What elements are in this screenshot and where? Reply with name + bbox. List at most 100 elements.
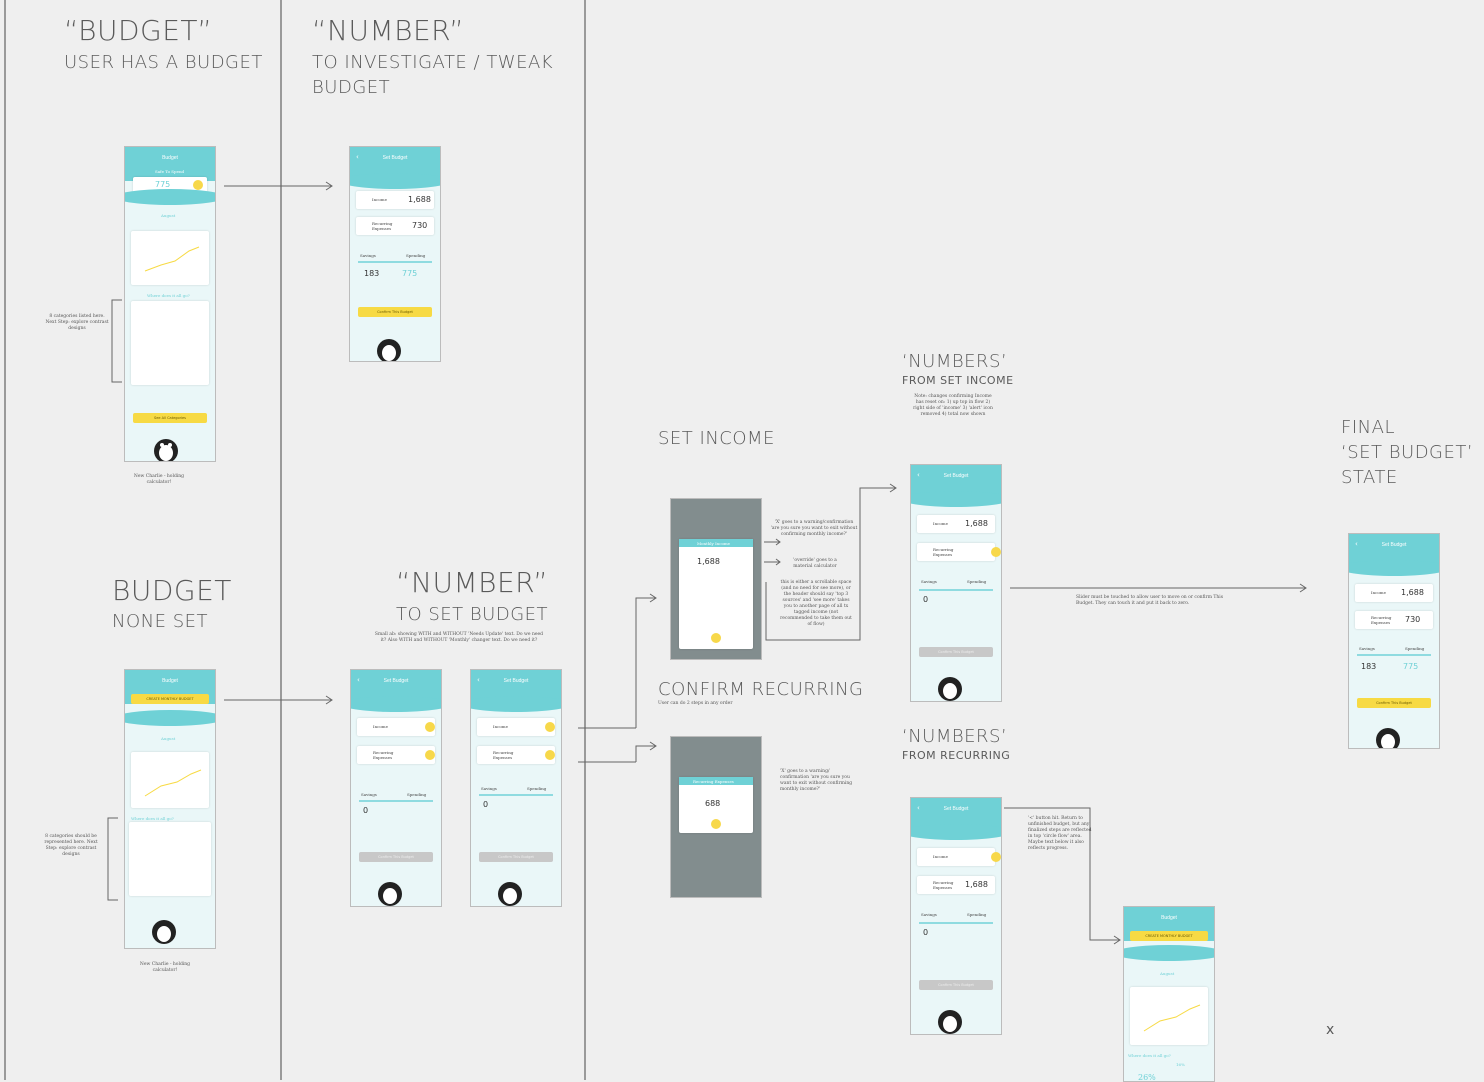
phone-set-income: Monthly Income 1,688 xyxy=(670,498,762,660)
recurring-row[interactable]: Recurring Expenses 730 xyxy=(356,217,434,235)
line-chart xyxy=(144,246,200,272)
income-modal[interactable]: Monthly Income 1,688 xyxy=(679,539,753,649)
penguin-mascot-icon xyxy=(154,439,178,461)
phone-budget-none: Budget CREATE MONTHLY BUDGET August Wher… xyxy=(124,669,216,949)
income-row[interactable]: Income 1,688 xyxy=(1355,584,1433,602)
recurring-label: Recurring Expenses xyxy=(933,547,954,557)
phone-back-budget: Budget CREATE MONTHLY BUDGET August Wher… xyxy=(1123,906,1215,1082)
recurring-value: 730 xyxy=(1405,615,1421,624)
back-icon[interactable]: ‹ xyxy=(477,676,480,684)
spending-label: Spending xyxy=(1405,646,1425,651)
x-mark: x xyxy=(1326,1022,1335,1038)
recurring-label: Recurring Expenses xyxy=(372,221,393,231)
confirm-budget-button[interactable]: Confirm This Budget xyxy=(919,980,993,990)
budget-slider[interactable] xyxy=(1357,654,1431,656)
recurring-row[interactable]: Recurring Expenses 1,688 xyxy=(917,876,995,894)
income-check xyxy=(545,722,555,732)
month-label: August xyxy=(1160,971,1175,976)
new-charlie-note-1: New Charlie - holding calculator! xyxy=(133,474,185,485)
confirm-budget-button[interactable]: Confirm This Budget xyxy=(479,852,553,862)
back-icon[interactable]: ‹ xyxy=(357,676,360,684)
income-row[interactable]: Income 1,688 xyxy=(356,191,434,209)
income-label: Income xyxy=(493,724,508,729)
number-set-title: “NUMBER” xyxy=(396,566,549,599)
budget-none-subtitle: NONE SET xyxy=(112,611,208,632)
numbers-changes-note: Note: changes confirming Income has rese… xyxy=(913,394,993,417)
income-value: 1,688 xyxy=(965,519,988,528)
recurring-row[interactable]: Recurring Expenses 730 xyxy=(1355,611,1433,629)
income-label: Income xyxy=(373,724,388,729)
safe-amount: 775 xyxy=(155,180,171,189)
create-budget-button[interactable]: CREATE MONTHLY BUDGET xyxy=(131,694,209,704)
confirm-budget-button[interactable]: Confirm This Budget xyxy=(358,307,432,317)
penguin-mascot-icon xyxy=(498,882,522,906)
category-list-card xyxy=(131,301,209,385)
budget-slider[interactable] xyxy=(359,800,433,802)
income-label: Income xyxy=(933,854,948,859)
month-label: August xyxy=(161,736,176,741)
penguin-mascot-icon xyxy=(377,339,401,361)
recurring-label: Recurring Expenses xyxy=(493,750,514,760)
income-row[interactable]: Income xyxy=(477,718,555,736)
income-row[interactable]: Income xyxy=(917,848,1001,866)
savings-label: Savings xyxy=(1359,646,1375,651)
categories-represented-note: 8 categories should be represented here.… xyxy=(44,834,98,857)
phone-set-budget-b: ‹ Set Budget Income Recurring Expenses S… xyxy=(470,669,562,907)
back-icon[interactable]: ‹ xyxy=(917,471,920,479)
numbers-recurring-title: ‘NUMBERS’ xyxy=(902,726,1008,747)
see-all-categories-button[interactable]: See All Categories xyxy=(133,413,207,423)
phone-title: Set Budget xyxy=(382,155,408,161)
recurring-value: 730 xyxy=(412,221,428,230)
phone-title: Budget xyxy=(1161,915,1177,921)
budget-slider[interactable] xyxy=(919,922,993,924)
confirm-check[interactable] xyxy=(711,819,721,829)
line-chart-card xyxy=(131,752,209,808)
slider-touched-note: Slider must be touched to allow user to … xyxy=(1076,595,1224,606)
phone-set-budget-a: ‹ Set Budget Income Recurring Expenses S… xyxy=(350,669,442,907)
back-icon[interactable]: ‹ xyxy=(356,153,359,161)
where-label: Where does it all go? xyxy=(131,816,174,821)
number-set-subtitle: TO SET BUDGET xyxy=(396,604,549,625)
back-icon[interactable]: ‹ xyxy=(1355,540,1358,548)
final-line-1: FINAL xyxy=(1341,417,1395,438)
phone-title: Set Budget xyxy=(503,678,529,684)
phone-title: Set Budget xyxy=(383,678,409,684)
penguin-mascot-icon xyxy=(378,882,402,906)
recurring-row[interactable]: Recurring Expenses xyxy=(357,746,435,764)
confirm-check[interactable] xyxy=(711,633,721,643)
confirm-budget-button[interactable]: Confirm This Budget xyxy=(359,852,433,862)
month-label: August xyxy=(161,213,176,218)
column-divider-2 xyxy=(280,0,282,1080)
where-label: Where does it all go? xyxy=(1128,1053,1171,1058)
penguin-mascot-icon xyxy=(152,920,176,944)
income-row[interactable]: Income 1,688 xyxy=(917,515,995,533)
budget-slider[interactable] xyxy=(919,589,993,591)
budget-none-title: BUDGET xyxy=(112,574,232,607)
x-warning-note-2: 'X' goes to a warning/ confirmation 'are… xyxy=(780,769,853,792)
confirm-budget-button[interactable]: Confirm This Budget xyxy=(1357,698,1431,708)
savings-label: Savings xyxy=(481,786,497,791)
budget-slider[interactable] xyxy=(479,794,553,796)
safe-to-spend-label: Safe To Spend xyxy=(155,169,185,174)
numbers-income-title: ‘NUMBERS’ xyxy=(902,351,1008,372)
recurring-row[interactable]: Recurring Expenses xyxy=(477,746,555,764)
income-row[interactable]: Income xyxy=(357,718,435,736)
phone-title: Set Budget xyxy=(1381,542,1407,548)
recurring-row[interactable]: Recurring Expenses xyxy=(917,543,1001,561)
phone-numbers-recurring: ‹ Set Budget Income Recurring Expenses 1… xyxy=(910,797,1002,1035)
savings-value: 183 xyxy=(1361,662,1377,671)
edit-icon[interactable] xyxy=(193,180,203,190)
savings-value: 0 xyxy=(483,800,489,809)
savings-value: 0 xyxy=(363,806,369,815)
phone-budget-has: Budget Safe To Spend 775 August Where do… xyxy=(124,146,216,462)
pct-16: 16% xyxy=(1176,1062,1185,1067)
budget-slider[interactable] xyxy=(358,261,432,263)
number-investigate-subtitle-2: BUDGET xyxy=(312,77,391,98)
recurring-modal[interactable]: Recurring Expenses 688 xyxy=(679,777,753,833)
create-budget-button[interactable]: CREATE MONTHLY BUDGET xyxy=(1130,931,1208,941)
confirm-budget-button[interactable]: Confirm This Budget xyxy=(919,647,993,657)
final-line-2: ‘SET BUDGET’ xyxy=(1341,442,1474,463)
income-value: 1,688 xyxy=(408,195,431,204)
back-icon[interactable]: ‹ xyxy=(917,804,920,812)
recurring-label: Recurring Expenses xyxy=(373,750,394,760)
